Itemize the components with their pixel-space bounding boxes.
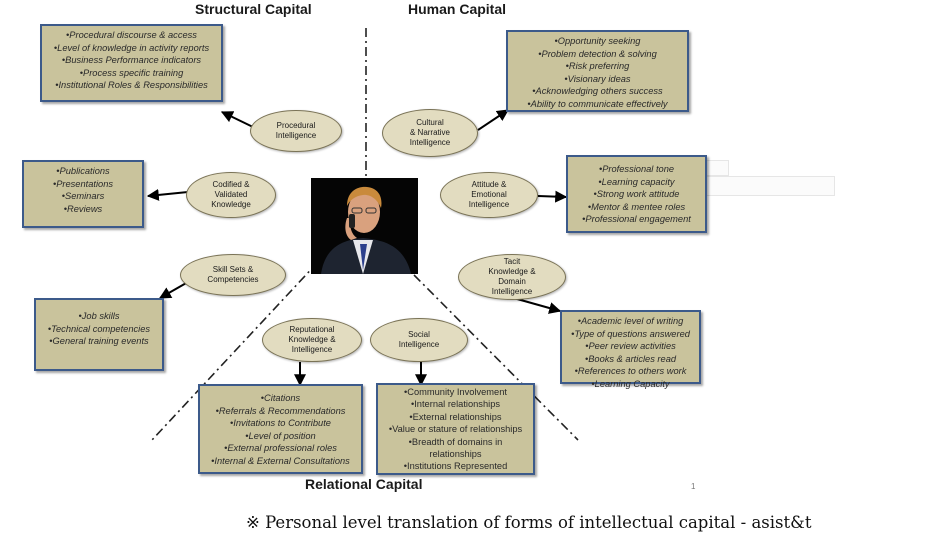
oval-label-line: Reputational <box>289 325 335 334</box>
oval-label-line: Intelligence <box>491 287 533 296</box>
box-item: •Learning capacity <box>598 176 675 187</box>
divider-left <box>151 261 319 441</box>
box-item: •Opportunity seeking <box>554 36 641 46</box>
background-artifact <box>705 176 835 196</box>
box-item: •Referrals & Recommendations <box>215 405 346 416</box>
oval-label-line: Procedural <box>276 121 316 130</box>
arrow-procedural <box>220 111 254 128</box>
oval-label-line: Cultural <box>416 118 444 127</box>
box-item: •External relationships <box>409 411 502 422</box>
background-artifact <box>705 160 729 176</box>
box-item: •Books & articles read <box>584 353 677 364</box>
oval-label-line: Validated <box>214 190 248 199</box>
box-item: •Business Performance indicators <box>61 55 202 66</box>
box-item: •Professional tone <box>598 164 675 174</box>
arrow-cultural <box>477 109 509 131</box>
box-item: •Internal & External Consultations <box>211 455 350 466</box>
oval-label-line: Domain <box>498 277 526 286</box>
box-item: •Procedural discourse & access <box>66 30 197 40</box>
box-item: •Professional engagement <box>582 214 691 225</box>
box-item: •Problem detection & solving <box>538 48 657 59</box>
box-item: •Institutions Represented <box>403 461 508 472</box>
codified-box: •Publications •Presentations •Seminars•Rev… <box>22 160 144 228</box>
oval-label-line: Knowledge <box>211 200 251 209</box>
person-photo <box>311 178 418 274</box>
attitude-box: •Professional tone •Learning capacity •Str… <box>566 155 707 233</box>
arrow-attitude <box>537 190 568 203</box>
oval-label-line: Social <box>408 330 430 339</box>
box-item: •Internal relationships <box>410 399 501 410</box>
oval-label-line: Emotional <box>471 190 507 199</box>
social-box: •Community Involvement •Internal relation… <box>376 383 535 475</box>
skills-box: •Job skills •Technical competencies •Gener… <box>34 298 164 371</box>
oval-label-line: Competencies <box>207 275 259 284</box>
box-item: •Level of knowledge in activity reports <box>53 42 210 53</box>
box-item: •Peer review activities <box>585 341 676 352</box>
page-number: 1 <box>691 482 696 491</box>
tacit-box: •Academic level of writing •Type of quest… <box>560 310 701 389</box>
divider-right <box>413 274 579 441</box>
box-item: •Academic level of writing <box>577 316 684 326</box>
cultural-box: •Opportunity seeking •Problem detection &… <box>506 30 689 112</box>
person-illustration <box>311 178 418 274</box>
box-item: •Type of questions answered <box>571 328 690 339</box>
oval-label-line: Skill Sets & <box>212 265 254 274</box>
box-item: •Invitations to Contribute <box>230 418 331 429</box>
box-item: •Seminars <box>61 191 105 202</box>
box-item: •Technical competencies <box>47 323 151 334</box>
structural-capital-title: Structural Capital <box>195 1 312 17</box>
skill-sets-oval: Skill Sets &Competencies <box>180 254 286 296</box>
box-item: relationships <box>429 449 482 460</box>
box-item: •Acknowledging others success <box>532 86 663 97</box>
box-item: •Ability to communicate effectively <box>527 98 668 109</box>
box-item: •Mentor & mentee roles <box>587 201 686 212</box>
human-capital-title: Human Capital <box>408 1 507 17</box>
oval-label-line: Intelligence <box>409 138 451 147</box>
box-item: •External professional roles <box>224 443 337 454</box>
box-item: •Institutional Roles & Responsibilities <box>55 80 208 91</box>
oval-label-line: Attitude & <box>471 180 507 189</box>
oval-label-line: Codified & <box>212 180 250 189</box>
box-item: •Job skills <box>78 311 120 321</box>
oval-label-line: Intelligence <box>291 345 333 354</box>
box-item: •Reviews <box>63 203 103 214</box>
box-item: •Publications <box>56 166 110 176</box>
box-item: •Citations <box>260 393 301 403</box>
box-item: •Learning Capacity <box>591 378 670 389</box>
arrow-skills <box>158 281 189 299</box>
oval-label-line: Intelligence <box>398 340 440 349</box>
box-item: •Level of position <box>245 430 316 441</box>
procedural-box: •Procedural discourse & access •Level of … <box>40 24 223 102</box>
oval-label-line: Knowledge & <box>488 267 536 276</box>
oval-label-line: & Narrative <box>409 128 450 137</box>
box-item: •Visionary ideas <box>564 73 631 84</box>
box-item: •Presentations <box>52 178 114 189</box>
box-item: •Process specific training <box>79 67 184 78</box>
relational-capital-title: Relational Capital <box>305 476 423 492</box>
box-item: •Strong work attitude <box>593 189 680 200</box>
box-item: •Breadth of domains in <box>408 436 503 447</box>
box-item: •Value or stature of relationships <box>388 424 523 435</box>
box-item: •Risk preferring <box>565 61 630 72</box>
reputational-box: •Citations •Referrals & Recommendations •I… <box>198 384 363 474</box>
box-item: •References to others work <box>574 366 687 377</box>
arrow-codified <box>146 188 189 201</box>
oval-label-line: Intelligence <box>275 131 317 140</box>
box-item: •General training events <box>49 336 149 347</box>
oval-label-line: Knowledge & <box>288 335 336 344</box>
oval-label-line: Intelligence <box>468 200 510 209</box>
oval-label-line: Tacit <box>503 257 521 266</box>
figure-caption: ※ Personal level translation of forms of… <box>246 513 812 532</box>
box-item: •Community Involvement <box>404 387 507 397</box>
